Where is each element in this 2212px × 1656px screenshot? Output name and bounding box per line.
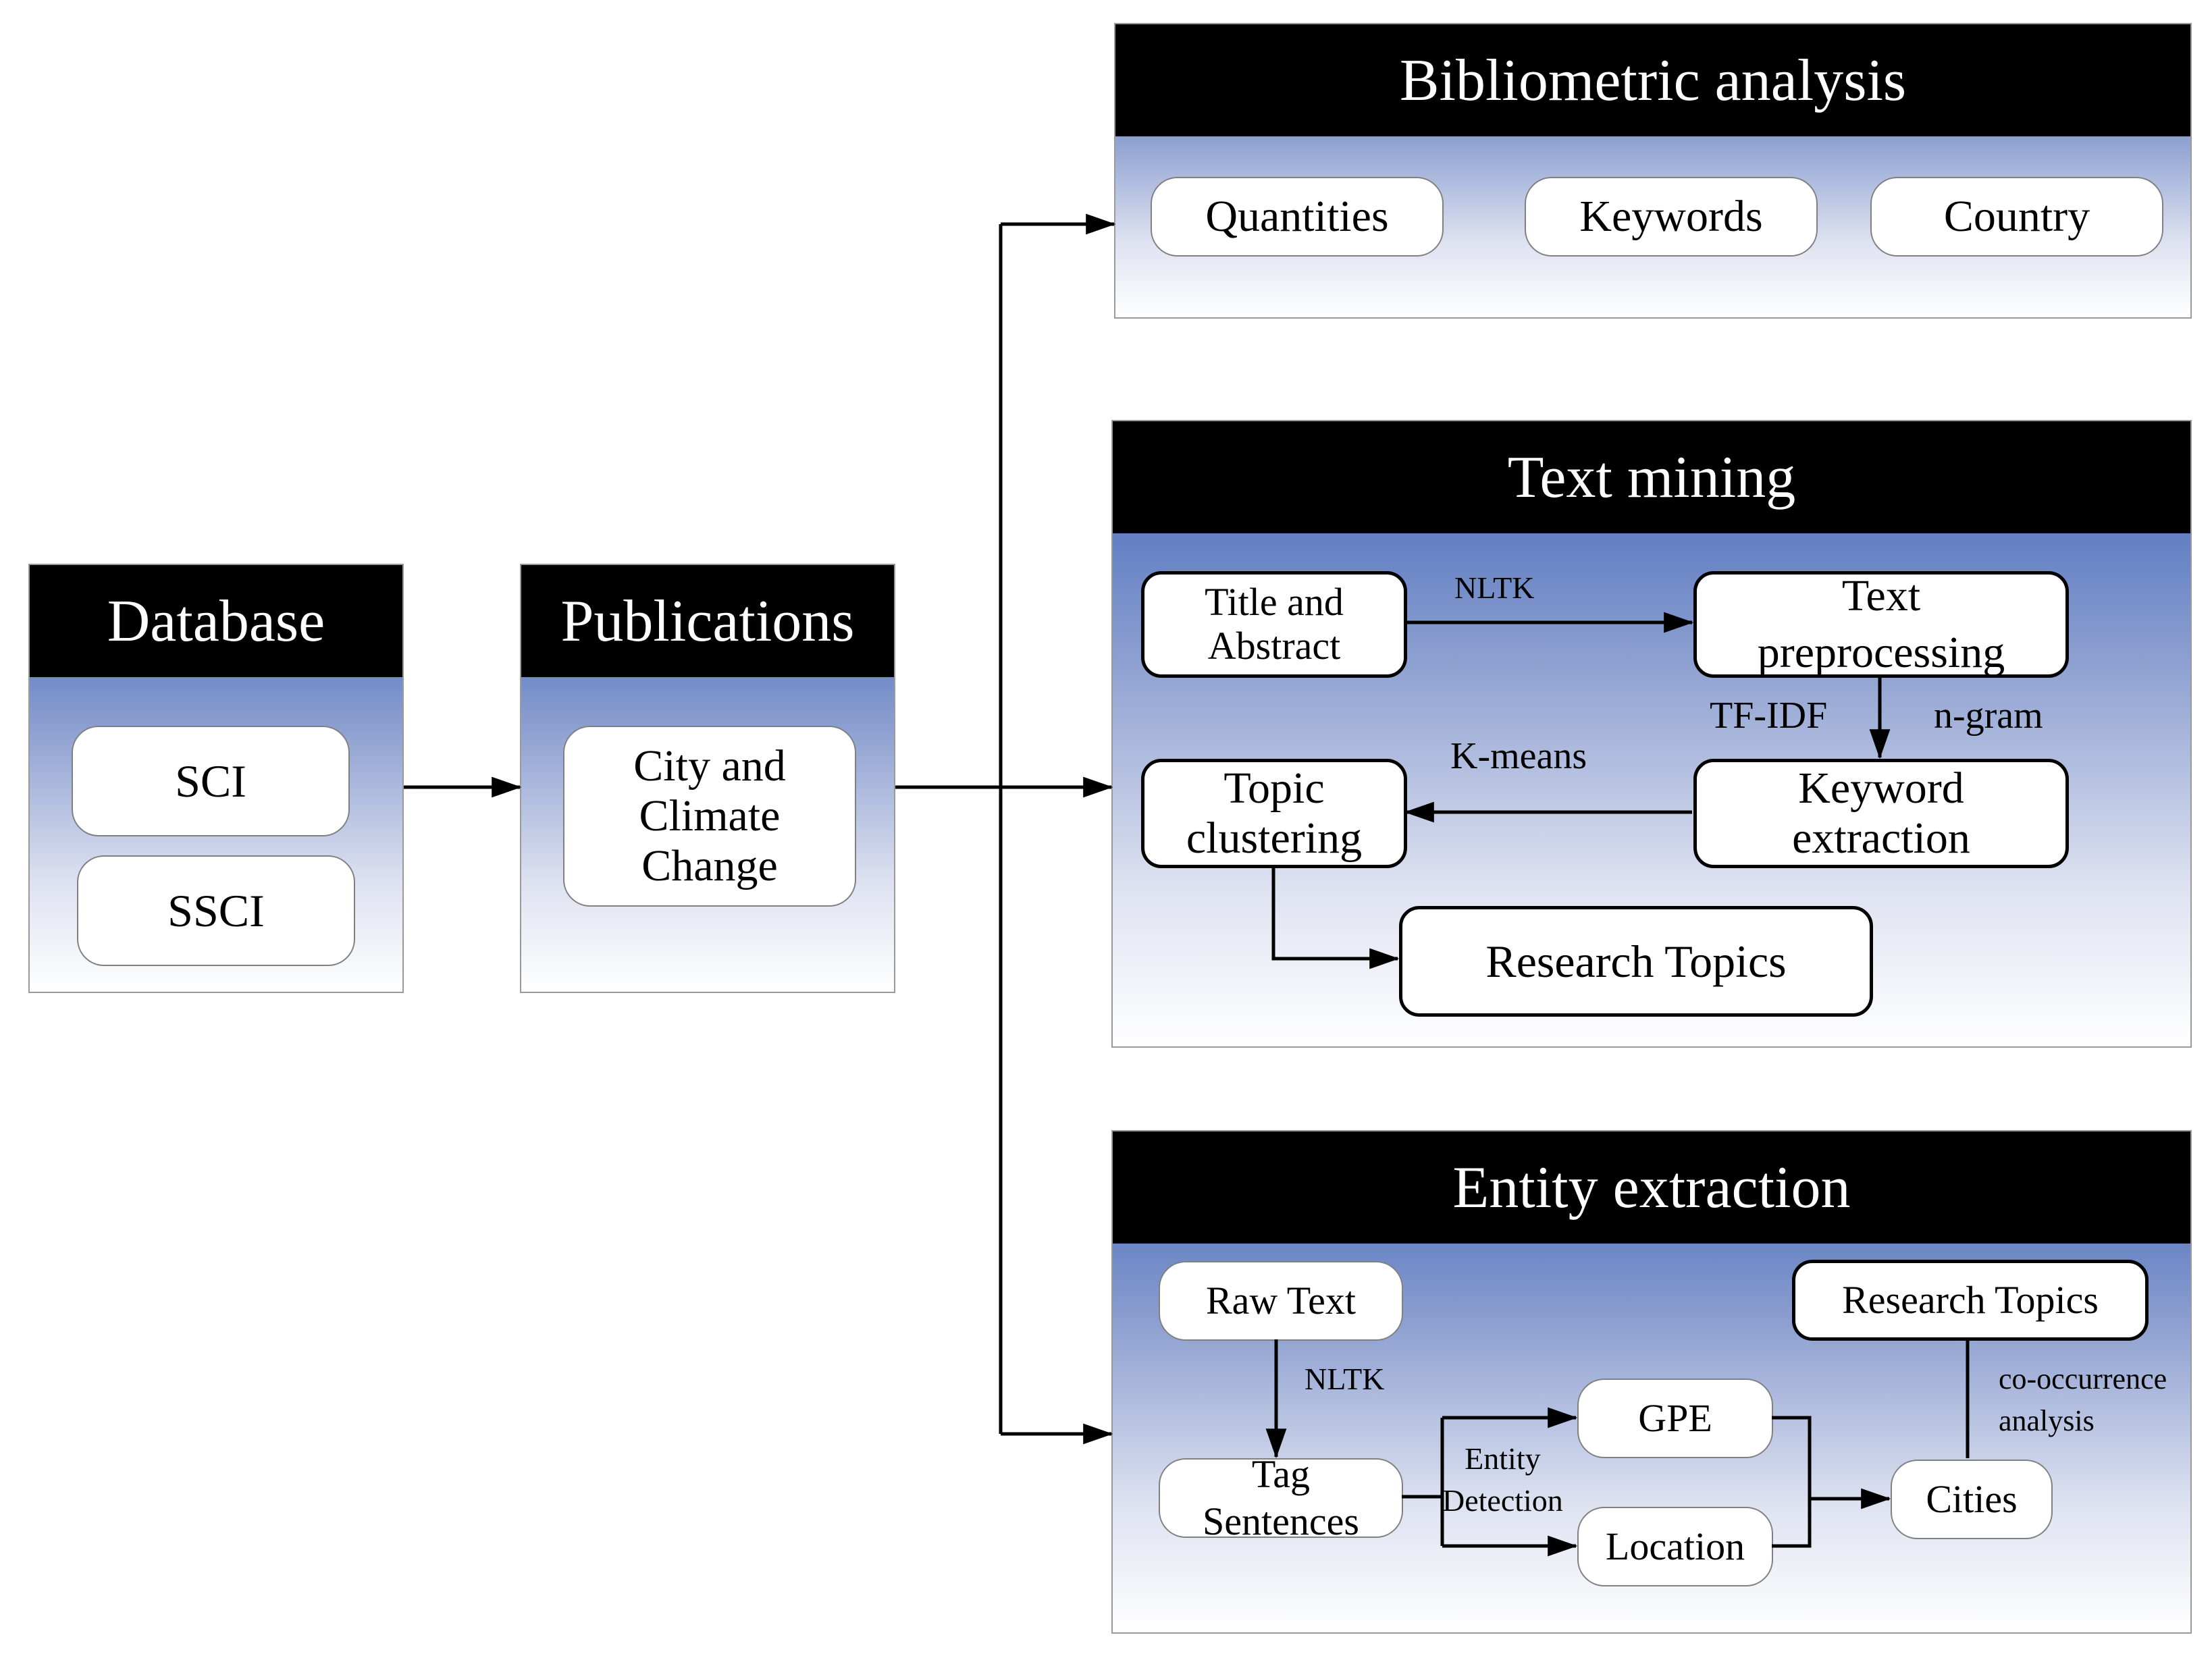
publications-title: Publications <box>521 565 894 677</box>
location-box: Location <box>1577 1507 1773 1586</box>
keywords-box: Keywords <box>1525 177 1818 257</box>
text-mining-title: Text mining <box>1113 421 2190 533</box>
database-panel: Database SCI SSCI <box>28 564 404 993</box>
entity-detection-label: Entity Detection <box>1442 1441 1563 1518</box>
topic-to-research-arrow <box>1271 867 1400 969</box>
entity-extraction-panel: Entity extraction Raw Text Tag Sentences… <box>1111 1130 2192 1634</box>
research-topics-box: Research Topics <box>1399 906 1873 1017</box>
cooccurrence-label: co-occurrence analysis <box>1999 1362 2167 1437</box>
keyword-extraction-box: Keyword extraction <box>1693 759 2069 868</box>
gpe-merge-line <box>1772 1416 1812 1548</box>
research-topics-entity-box: Research Topics <box>1792 1260 2149 1341</box>
ngram-label: n-gram <box>1934 695 2043 737</box>
quantities-box: Quantities <box>1151 177 1444 257</box>
country-box: Country <box>1870 177 2163 257</box>
cities-box: Cities <box>1891 1460 2053 1539</box>
gpe-box: GPE <box>1577 1379 1773 1458</box>
sci-box: SCI <box>72 726 350 836</box>
database-title: Database <box>30 565 402 677</box>
tag-sentences-box: Tag Sentences <box>1159 1452 1403 1543</box>
title-abstract-box: Title and Abstract <box>1141 571 1407 678</box>
city-climate-box: City and Climate Change <box>563 726 856 907</box>
topic-clustering-box: Topic clustering <box>1141 759 1407 868</box>
kmeans-label: K-means <box>1450 735 1587 777</box>
bibliometric-panel: Bibliometric analysis Quantities Keyword… <box>1114 23 2192 319</box>
nltk-label: NLTK <box>1454 570 1535 605</box>
nltk-entity-label: NLTK <box>1305 1362 1385 1396</box>
ssci-box: SSCI <box>77 855 355 966</box>
bibliometric-title: Bibliometric analysis <box>1115 24 2190 136</box>
raw-text-box: Raw Text <box>1159 1261 1403 1341</box>
tfidf-label: TF-IDF <box>1710 695 1828 737</box>
text-mining-panel: Text mining Title and Abstract Text prep… <box>1111 420 2192 1048</box>
publications-panel: Publications City and Climate Change <box>520 564 895 993</box>
text-preprocessing-box: Text preprocessing <box>1693 571 2069 678</box>
entity-extraction-title: Entity extraction <box>1113 1131 2190 1244</box>
